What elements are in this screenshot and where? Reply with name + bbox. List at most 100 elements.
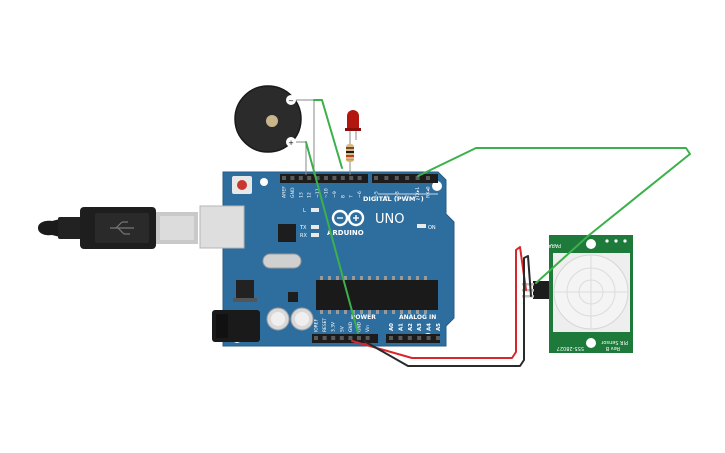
pin-label: A4 [427,323,433,331]
header-pin[interactable] [417,336,422,340]
pin-label: A5 [436,323,442,331]
tx-label: TX [299,225,307,231]
pir-sensor[interactable]: PARALLAX PIR Sensor Rev B 555-28027 [522,235,633,353]
power-header[interactable] [312,334,378,343]
header-pin[interactable] [282,176,286,180]
pin-label: 4 [384,195,390,198]
header-pin[interactable] [314,336,318,340]
mount-hole [432,181,442,191]
header-pin[interactable] [307,176,312,180]
header-pin[interactable] [322,336,327,340]
header-pin[interactable] [405,176,410,180]
usb-b-jack [199,205,245,249]
pin-label: ~10 [324,188,330,198]
header-pin[interactable] [332,176,337,180]
reset-button[interactable] [232,176,252,194]
pin-label: ~5 [374,191,380,198]
pir-rev-label: Rev B [605,345,620,351]
header-pin[interactable] [298,176,303,180]
header-pin[interactable] [407,336,412,340]
pin-label: IOREF [314,318,320,332]
rx-label: RX [300,233,307,239]
header-pin[interactable] [331,336,336,340]
pin-label: 5V [339,326,345,332]
pin-label: 8 [340,195,346,198]
header-pin[interactable] [436,336,440,340]
pin-label: TX▸1 [415,187,421,199]
on-led [417,224,426,228]
header-pin[interactable] [349,176,354,180]
resistor[interactable] [346,140,354,175]
header-pin[interactable] [374,176,378,180]
capacitor [266,307,290,331]
arduino-logo-icon [331,209,365,227]
pin-label: A2 [408,323,414,331]
l-led [311,208,319,212]
pin-label: 13 [298,192,304,198]
header-pin[interactable] [398,336,403,340]
pir-top-label: PARALLAX [535,242,561,248]
header-pin[interactable] [339,336,344,340]
pin-label: GND [290,187,296,198]
header-pin[interactable] [426,176,430,180]
header-pin[interactable] [426,336,431,340]
header-pin[interactable] [389,336,393,340]
header-pin[interactable] [415,176,420,180]
on-label: ON [428,225,436,231]
crystal-oscillator [262,253,302,269]
buzzer-plus-label: + [288,139,294,147]
pin-label: AREF [282,186,288,198]
analog-label: ANALOG IN [399,314,436,321]
power-label: POWER [351,314,376,321]
capacitor [290,307,314,331]
piezo-buzzer[interactable]: − + [234,85,302,153]
header-pin[interactable] [357,336,361,340]
pin-label: A0 [389,323,395,331]
rx-led [311,233,319,237]
tx-led [311,225,319,229]
wire-5v[interactable] [351,246,527,359]
pin-label: 7 [349,195,355,198]
header-pin[interactable] [365,336,370,340]
wire-pir-signal[interactable] [417,147,691,284]
red-led[interactable] [345,110,361,140]
pir-part-number: 555-28027 [557,345,584,351]
usb-controller-chip [278,224,296,242]
pin-label: ~3 [394,191,400,198]
brand-label: ARDUINO [327,229,364,237]
pin-label: 2 [405,195,411,198]
wire-buzzer-signal[interactable] [305,141,359,334]
model-label: UNO [375,212,404,227]
voltage-regulator [236,280,254,300]
header-pin[interactable] [340,176,345,180]
pin-label: 3.3V [331,322,337,332]
header-pin[interactable] [290,176,295,180]
pin-label: GND [357,321,363,332]
pir-mount-hole [586,239,596,249]
pin-label: RESET [322,318,328,332]
digital-label: DIGITAL (PWM~) [363,195,424,203]
header-pin[interactable] [394,176,399,180]
pin-label: ~9 [332,191,338,198]
pin-label: A3 [417,323,423,331]
header-pin[interactable] [384,176,389,180]
header-pin[interactable] [315,176,320,180]
wire-gnd[interactable] [363,255,532,367]
header-pin[interactable] [348,336,353,340]
pin-label: RX◂0 [426,186,432,198]
buzzer-minus-label: − [288,97,294,105]
digital-header-right[interactable] [372,174,438,183]
atmega-chip [316,280,438,310]
analog-header[interactable] [386,334,440,343]
header-pin[interactable] [324,176,328,180]
pin-label: GND [348,321,354,332]
usb-cable[interactable] [38,207,198,249]
header-pin[interactable] [357,176,362,180]
wire-buzzer-gnd[interactable] [313,99,343,169]
